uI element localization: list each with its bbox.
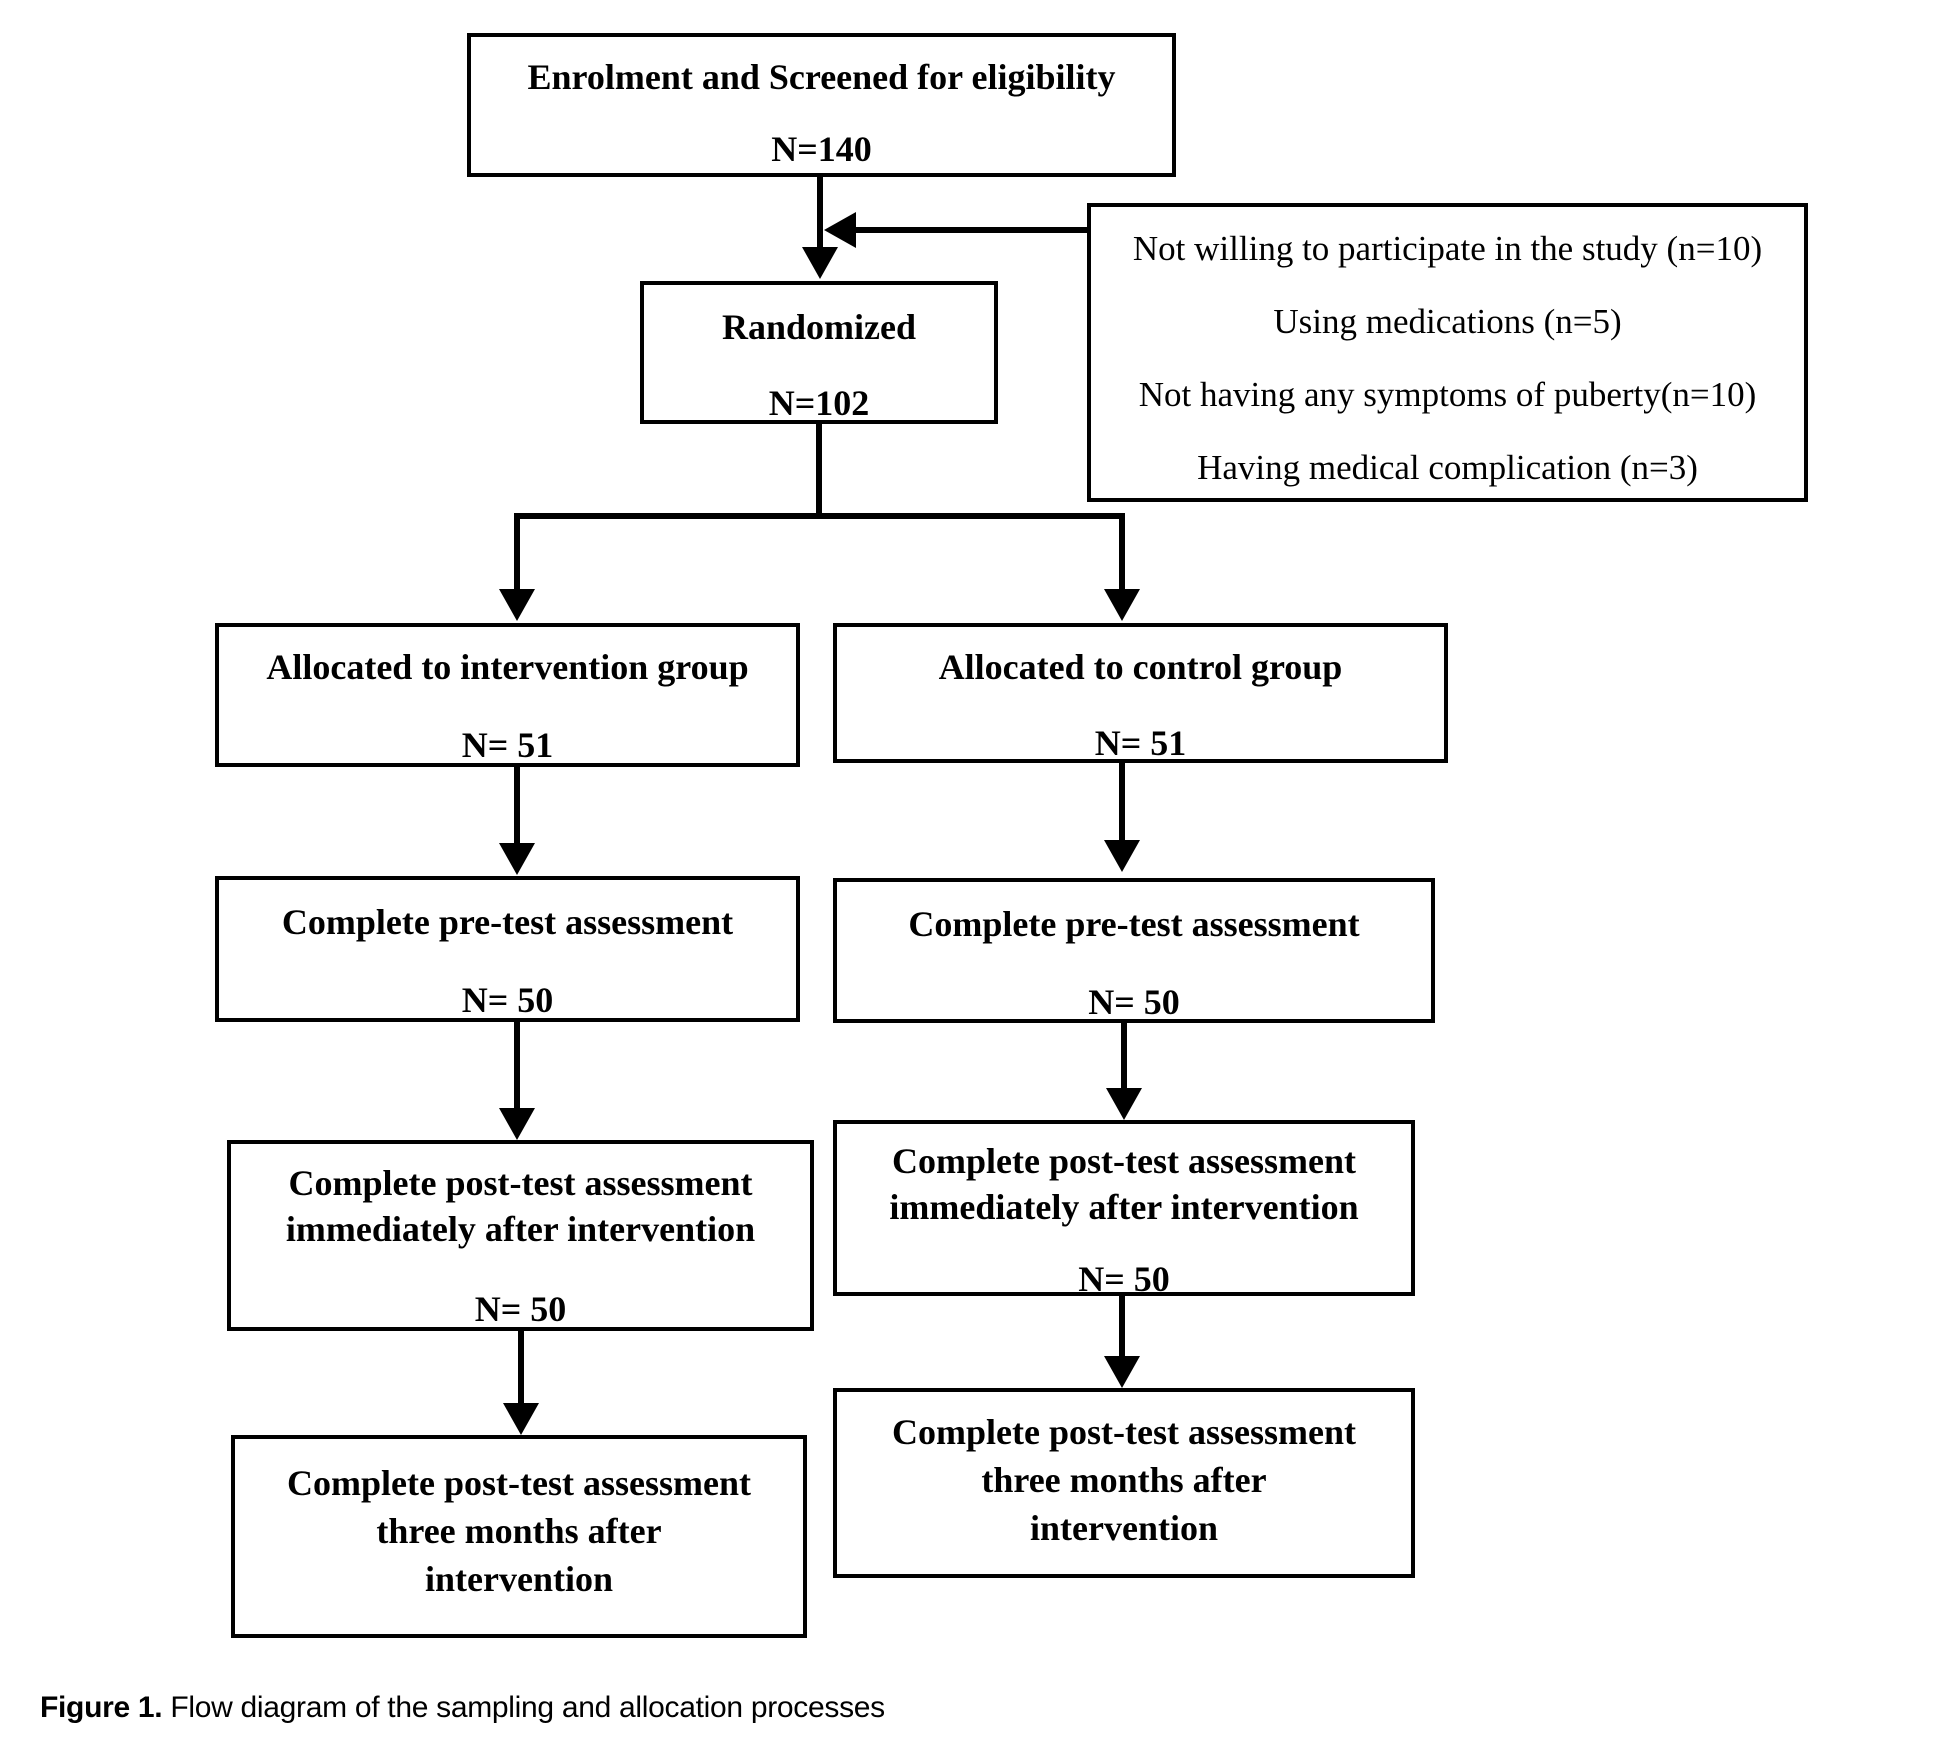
enrolment-n: N=140 bbox=[771, 129, 872, 169]
connector-split-control-arrowhead-icon bbox=[1104, 589, 1140, 621]
allocation-intervention-box: Allocated to intervention group N= 51 bbox=[215, 623, 800, 767]
exclusion-item: Having medical complication (n=3) bbox=[1197, 448, 1698, 487]
posttest-immediate-control-line1: Complete post-test assessment bbox=[892, 1141, 1356, 1181]
connector-pretest-posttest-intervention-arrowhead-icon bbox=[499, 1108, 535, 1140]
pretest-intervention-box: Complete pre-test assessment N= 50 bbox=[215, 876, 800, 1022]
enrolment-title: Enrolment and Screened for eligibility bbox=[527, 57, 1116, 97]
connector-split-control-line bbox=[1119, 513, 1125, 591]
connector-posttest-followup-control-line bbox=[1119, 1296, 1125, 1358]
connector-split-bar bbox=[514, 513, 1125, 519]
connector-exclusions-line bbox=[852, 227, 1087, 233]
connector-posttest-followup-intervention-line bbox=[518, 1331, 524, 1405]
enrolment-box: Enrolment and Screened for eligibility N… bbox=[467, 33, 1176, 177]
figure-caption: Figure 1. Flow diagram of the sampling a… bbox=[40, 1686, 885, 1730]
connector-enrolment-randomized-line bbox=[817, 177, 823, 247]
posttest-immediate-control-box: Complete post-test assessment immediatel… bbox=[833, 1120, 1415, 1299]
allocation-intervention-n: N= 51 bbox=[461, 725, 554, 765]
posttest-immediate-control-n: N= 50 bbox=[1078, 1259, 1170, 1299]
connector-allocation-pretest-control-arrowhead-icon bbox=[1104, 840, 1140, 872]
exclusions-box: Not willing to participate in the study … bbox=[1087, 203, 1808, 502]
connector-randomized-split-line bbox=[816, 424, 822, 519]
allocation-control-n: N= 51 bbox=[1094, 723, 1187, 763]
posttest-immediate-intervention-n: N= 50 bbox=[474, 1289, 567, 1329]
connector-split-intervention-arrowhead-icon bbox=[499, 589, 535, 621]
connector-allocation-pretest-intervention-arrowhead-icon bbox=[499, 843, 535, 875]
posttest-3months-intervention-line3: intervention bbox=[425, 1559, 613, 1599]
exclusion-item: Not willing to participate in the study … bbox=[1132, 229, 1763, 268]
connector-posttest-followup-control-arrowhead-icon bbox=[1104, 1356, 1140, 1388]
pretest-control-title: Complete pre-test assessment bbox=[908, 904, 1360, 944]
posttest-immediate-intervention-box: Complete post-test assessment immediatel… bbox=[227, 1140, 814, 1331]
connector-exclusions-arrowhead-icon bbox=[824, 212, 856, 248]
posttest-3months-control-line1: Complete post-test assessment bbox=[892, 1412, 1356, 1452]
posttest-3months-intervention-line2: three months after bbox=[376, 1511, 662, 1551]
randomized-n: N=102 bbox=[768, 383, 870, 423]
posttest-immediate-intervention-line2: immediately after intervention bbox=[285, 1209, 756, 1249]
pretest-intervention-n: N= 50 bbox=[461, 980, 554, 1020]
exclusion-item: Not having any symptoms of puberty(n=10) bbox=[1138, 375, 1757, 414]
figure-caption-label: Figure 1. bbox=[40, 1691, 163, 1724]
connector-allocation-pretest-intervention-line bbox=[514, 767, 520, 845]
connector-pretest-posttest-intervention-line bbox=[514, 1022, 520, 1110]
allocation-control-title: Allocated to control group bbox=[938, 647, 1343, 687]
posttest-3months-control-line2: three months after bbox=[981, 1460, 1267, 1500]
posttest-3months-intervention-box: Complete post-test assessment three mont… bbox=[231, 1435, 807, 1638]
exclusion-item: Using medications (n=5) bbox=[1273, 302, 1622, 341]
posttest-3months-intervention-line1: Complete post-test assessment bbox=[287, 1463, 751, 1503]
connector-posttest-followup-intervention-arrowhead-icon bbox=[503, 1403, 539, 1435]
pretest-intervention-title: Complete pre-test assessment bbox=[281, 902, 734, 942]
figure-caption-text: Flow diagram of the sampling and allocat… bbox=[162, 1691, 885, 1724]
allocation-control-box: Allocated to control group N= 51 bbox=[833, 623, 1448, 763]
connector-pretest-posttest-control-arrowhead-icon bbox=[1106, 1088, 1142, 1120]
randomized-title: Randomized bbox=[721, 307, 916, 347]
connector-pretest-posttest-control-line bbox=[1121, 1023, 1127, 1090]
posttest-immediate-control-line2: immediately after intervention bbox=[889, 1187, 1359, 1227]
connector-split-intervention-line bbox=[514, 513, 520, 591]
randomized-box: Randomized N=102 bbox=[640, 281, 998, 424]
connector-enrolment-randomized-arrowhead-icon bbox=[802, 247, 838, 279]
pretest-control-box: Complete pre-test assessment N= 50 bbox=[833, 878, 1435, 1023]
connector-allocation-pretest-control-line bbox=[1119, 762, 1125, 842]
posttest-immediate-intervention-line1: Complete post-test assessment bbox=[288, 1163, 753, 1203]
posttest-3months-control-box: Complete post-test assessment three mont… bbox=[833, 1388, 1415, 1578]
posttest-3months-control-line3: intervention bbox=[1030, 1508, 1218, 1548]
allocation-intervention-title: Allocated to intervention group bbox=[266, 647, 749, 687]
pretest-control-n: N= 50 bbox=[1088, 982, 1180, 1022]
